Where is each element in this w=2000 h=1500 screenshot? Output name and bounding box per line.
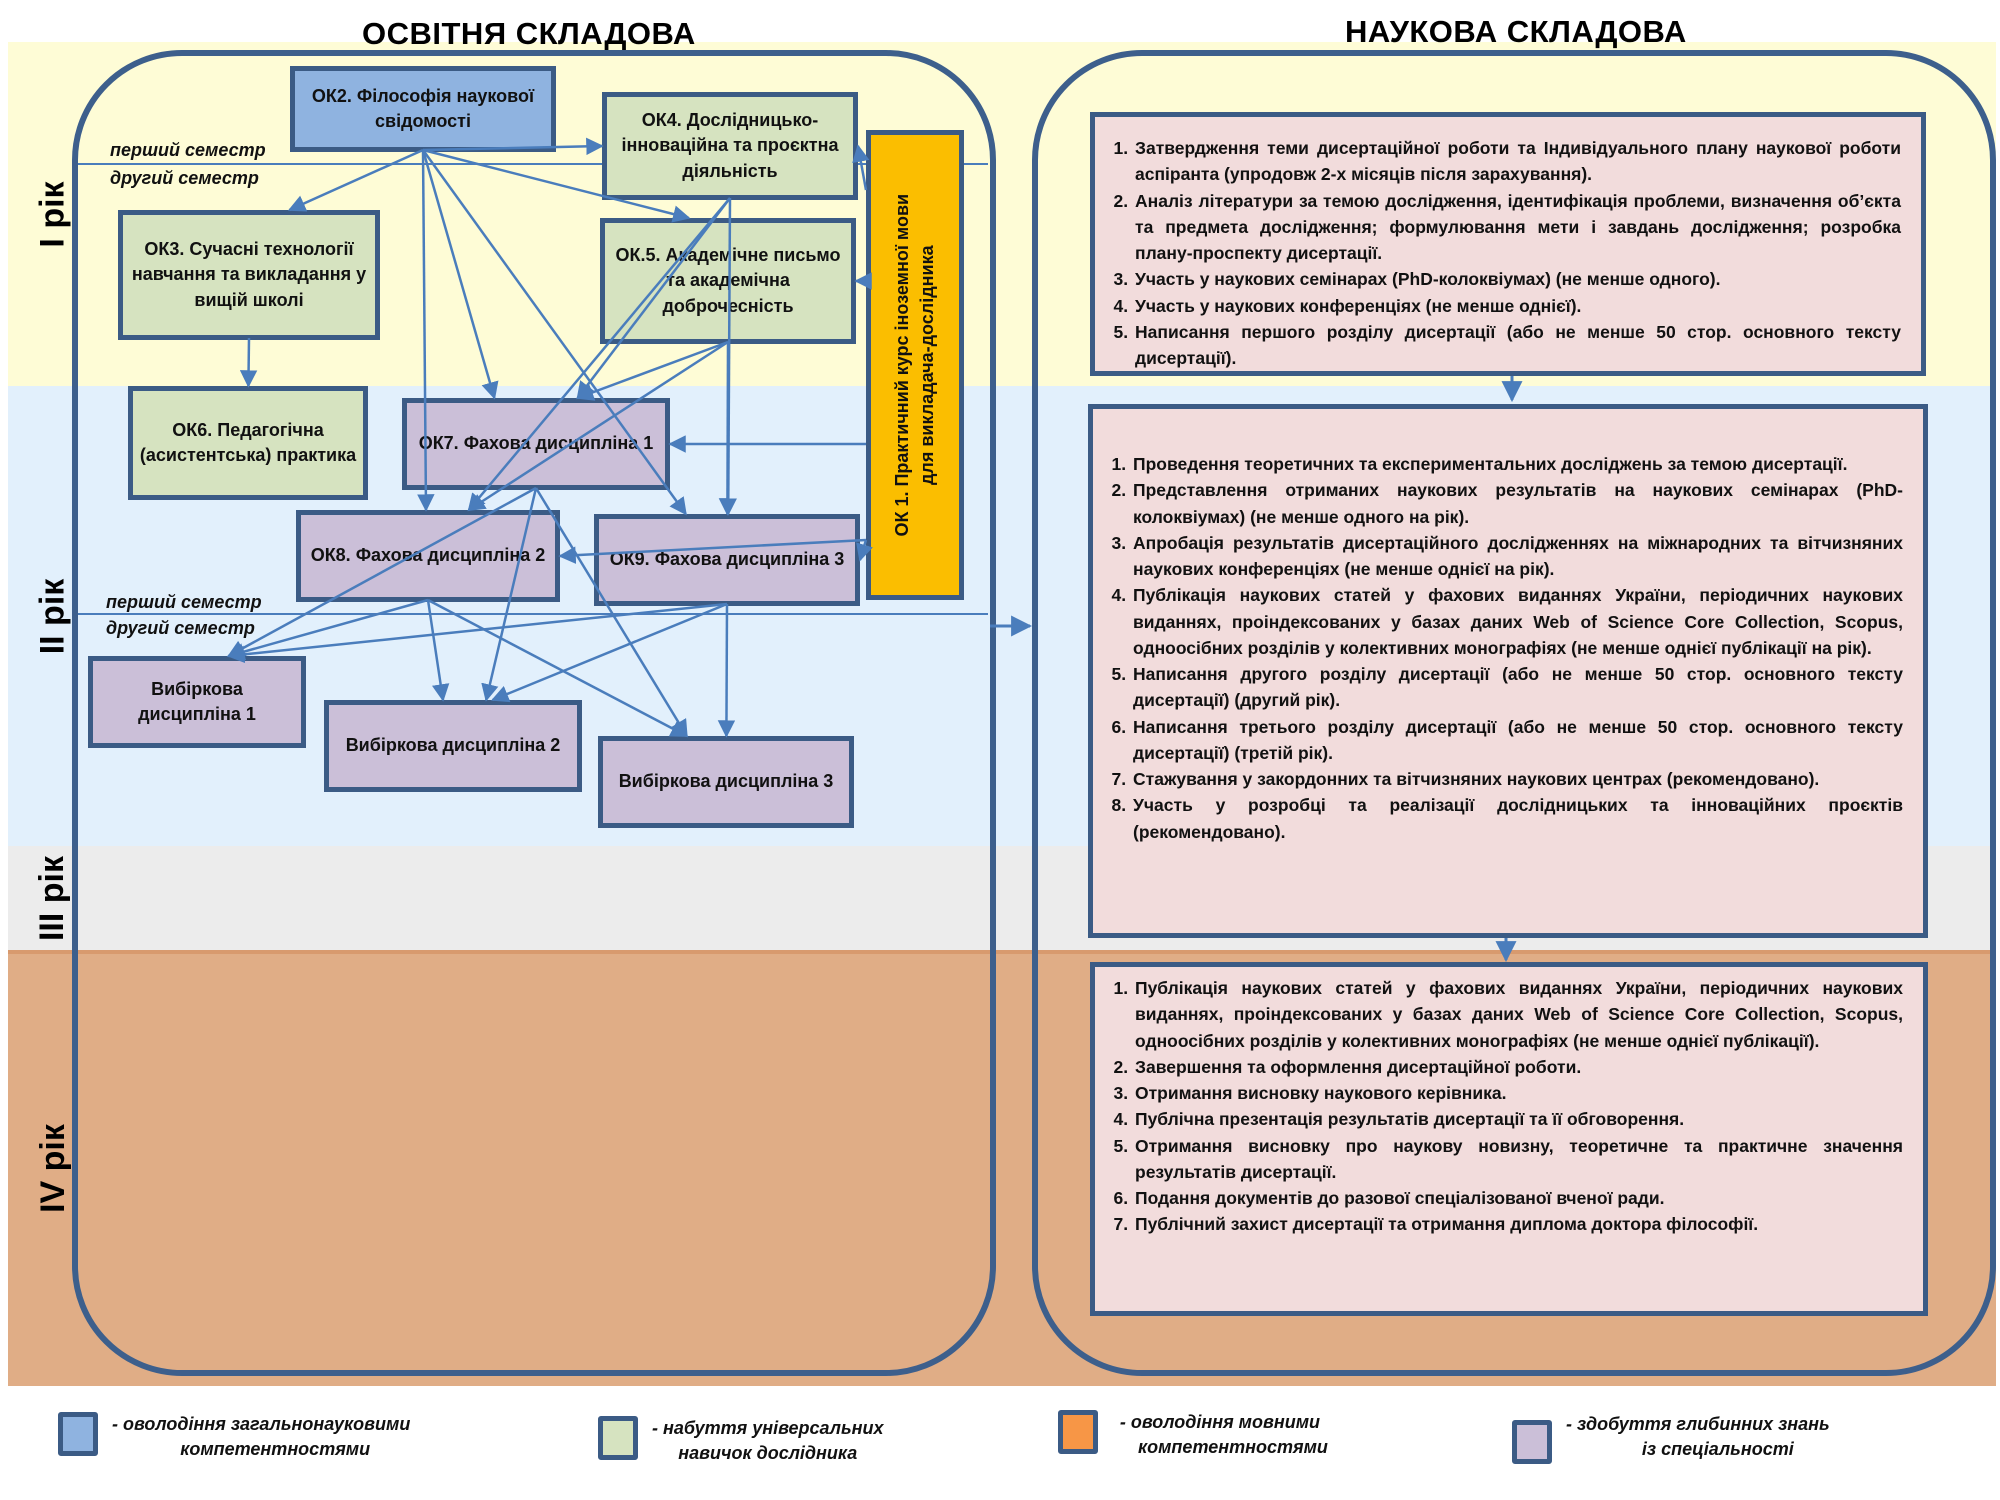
task-item: Аналіз літератури за темою дослідження, … (1133, 188, 1901, 267)
task-item: Публічна презентація результатів дисерта… (1133, 1106, 1903, 1132)
task-item: Публікація наукових статей у фахових вид… (1133, 975, 1903, 1054)
node-label: Вибіркова дисципліна 3 (618, 771, 834, 792)
node-label: ОК3. Сучасні технології навчання та викл… (131, 239, 367, 310)
task-item: Написання першого розділу дисертації (аб… (1133, 319, 1901, 372)
node-elective-3[interactable]: Вибіркова дисципліна 3 (598, 736, 854, 828)
first-semester-label: перший семестр (106, 592, 262, 612)
legend-label: - оволодіння загальнонауковими (112, 1414, 411, 1434)
task-item: Затвердження теми дисертаційної роботи т… (1133, 135, 1901, 188)
legend-swatch (1512, 1420, 1552, 1464)
node-elective-1[interactable]: Вибіркова дисципліна 1 (88, 656, 306, 748)
node-label: Вибіркова дисципліна 1 (138, 678, 256, 724)
educational-title: ОСВІТНЯ СКЛАДОВА (362, 16, 696, 51)
science-stage-1: Затвердження теми дисертаційної роботи т… (1090, 112, 1926, 376)
node-label: ОК.5. Академічне письмо та академічна до… (615, 245, 841, 316)
scientific-panel (1032, 50, 1996, 1376)
second-semester-label: другий семестр (110, 168, 259, 188)
legend-swatch (1058, 1410, 1098, 1454)
node-label-line: ОК 1. Практичний курс іноземної мови (891, 193, 912, 537)
science-stage-3: Публікація наукових статей у фахових вид… (1090, 962, 1928, 1316)
task-item: Проведення теоретичних та експерименталь… (1131, 451, 1903, 477)
task-item: Отримання висновку наукового керівника. (1133, 1080, 1903, 1106)
task-item: Написання третього розділу дисертації (а… (1131, 714, 1903, 767)
legend-swatch (58, 1412, 98, 1456)
node-elective-2[interactable]: Вибіркова дисципліна 2 (324, 700, 582, 792)
node-label: ОК9. Фахова дисципліна 3 (609, 549, 845, 570)
educational-panel (72, 50, 996, 1376)
legend-label: компетентностями (1138, 1437, 1328, 1458)
node-ok7[interactable]: ОК7. Фахова дисципліна 1 (402, 398, 670, 490)
node-label: ОК8. Фахова дисципліна 2 (310, 545, 546, 566)
task-item: Отримання висновку про наукову новизну, … (1133, 1133, 1903, 1186)
task-item: Стажування у закордонних та вітчизняних … (1131, 766, 1903, 792)
legend-swatch (598, 1416, 638, 1460)
node-ok3[interactable]: ОК3. Сучасні технології навчання та викл… (118, 210, 380, 340)
node-label: ОК2. Філософія наукової свідомості (311, 85, 535, 131)
semester-divider-year-2 (78, 613, 988, 615)
legend-item-general-science: - оволодіння загальнонауковими компетентн… (58, 1412, 410, 1462)
node-ok5[interactable]: ОК.5. Академічне письмо та академічна до… (600, 218, 856, 344)
year-label-text: III рік (33, 855, 72, 941)
science-stage-2: Проведення теоретичних та експерименталь… (1088, 404, 1928, 938)
legend-label: - оволодіння мовними (1119, 1412, 1321, 1432)
legend-label: - набуття універсальних (652, 1418, 884, 1438)
second-semester-label: другий семестр (106, 618, 255, 638)
node-ok2[interactable]: ОК2. Філософія наукової свідомості (290, 66, 556, 152)
task-item: Написання другого розділу дисертації (аб… (1131, 661, 1903, 714)
legend-item-universal-skills: - набуття універсальних навичок дослідник… (598, 1416, 884, 1466)
task-item: Подання документів до разової спеціалізо… (1133, 1185, 1903, 1211)
node-ok6[interactable]: ОК6. Педагогічна (асистентська) практика (128, 386, 368, 500)
node-ok9[interactable]: ОК9. Фахова дисципліна 3 (594, 514, 860, 606)
scientific-title: НАУКОВА СКЛАДОВА (1345, 14, 1687, 49)
node-label: ОК6. Педагогічна (асистентська) практика (139, 419, 357, 465)
legend-item-specialty: - здобуття глибинних знань із спеціальнос… (1512, 1412, 1830, 1464)
node-ok8[interactable]: ОК8. Фахова дисципліна 2 (296, 510, 560, 602)
node-label: ОК7. Фахова дисципліна 1 (418, 433, 654, 454)
legend-label: навичок дослідника (678, 1443, 858, 1464)
year-label-text: I рік (33, 180, 72, 248)
task-item: Публічний захист дисертації та отримання… (1133, 1211, 1903, 1237)
node-label-line: для викладача-дослідника (917, 245, 937, 485)
task-item: Участь у наукових семінарах (PhD-колокві… (1133, 266, 1901, 292)
first-semester-label: перший семестр (110, 140, 266, 160)
task-item: Участь у розробці та реалізації дослідни… (1131, 792, 1903, 845)
legend-label: із спеціальності (1641, 1439, 1794, 1460)
legend-label: - здобуття глибинних знань (1566, 1414, 1830, 1434)
year-label-text: II рік (33, 578, 72, 654)
node-label: ОК4. Дослідницько-інноваційна та проєктн… (621, 110, 839, 181)
node-label: Вибіркова дисципліна 2 (345, 735, 561, 756)
legend-item-language: - оволодіння мовними компетентностями (1058, 1410, 1328, 1460)
legend-label: компетентностями (180, 1439, 371, 1460)
task-item: Участь у наукових конференціях (не менше… (1133, 293, 1901, 319)
task-item: Апробація результатів дисертаційного дос… (1131, 530, 1903, 583)
task-item: Публікація наукових статей у фахових вид… (1131, 582, 1903, 661)
task-item: Представлення отриманих наукових результ… (1131, 477, 1903, 530)
task-item: Завершення та оформлення дисертаційної р… (1133, 1054, 1903, 1080)
node-ok4[interactable]: ОК4. Дослідницько-інноваційна та проєктн… (602, 92, 858, 200)
year-label-text: IV рік (33, 1123, 72, 1213)
